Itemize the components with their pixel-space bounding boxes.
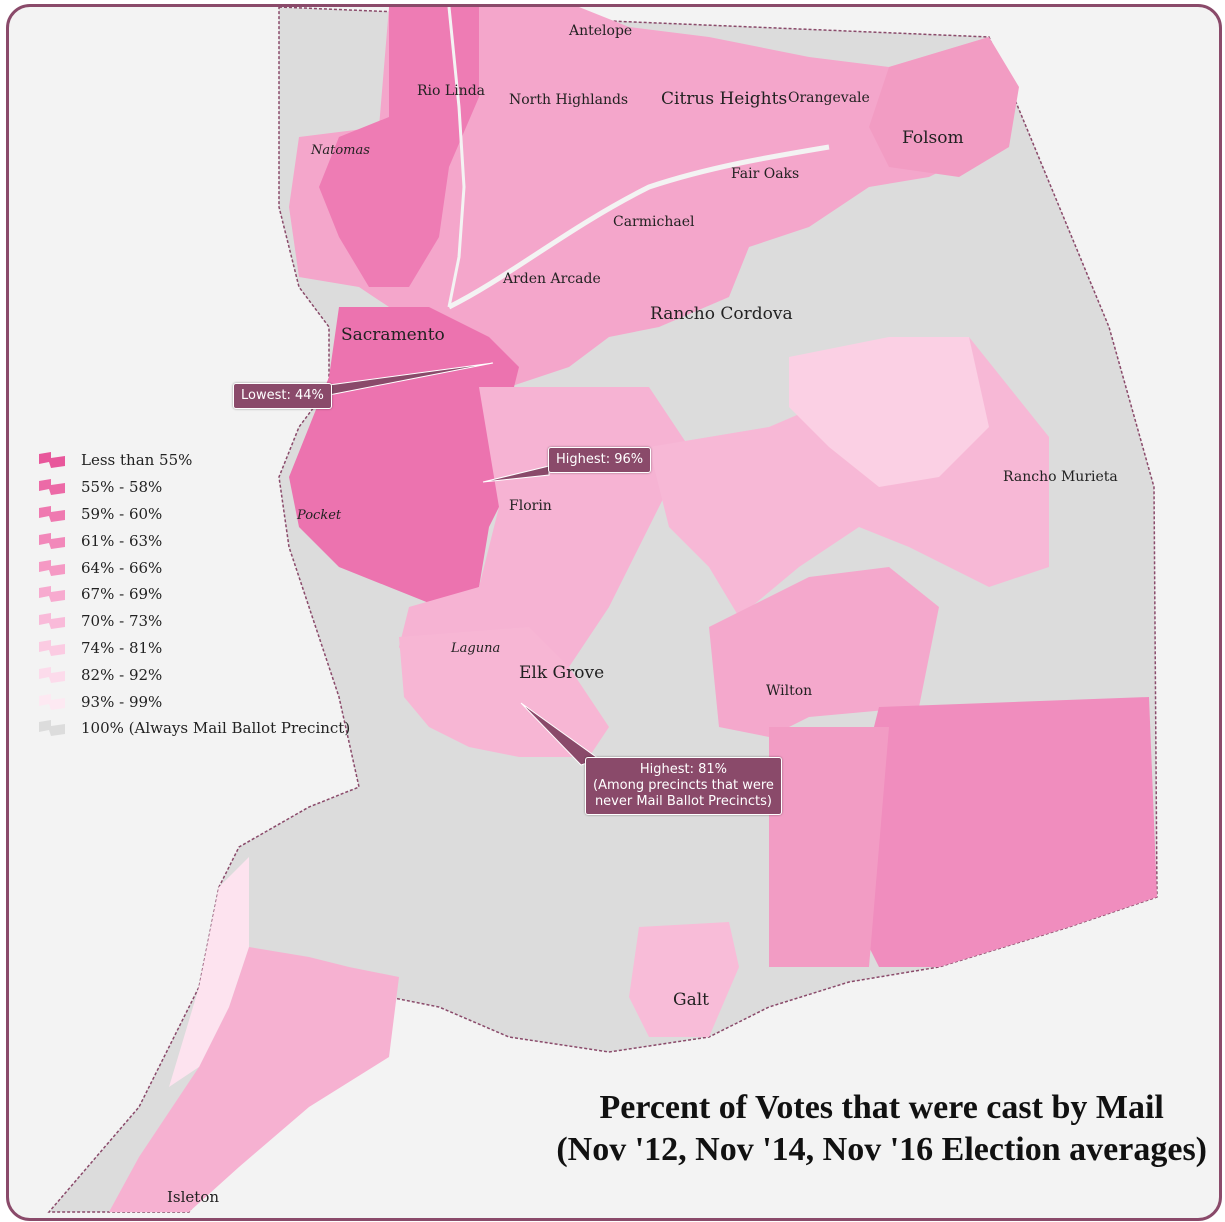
- river-sacramento: [447, 7, 466, 308]
- legend-swatch: [37, 477, 67, 497]
- label-citrus-heights: Citrus Heights: [661, 89, 788, 109]
- label-arden-arcade: Arden Arcade: [503, 271, 601, 287]
- legend-item: 70% - 73%: [37, 608, 350, 635]
- label-antelope: Antelope: [569, 23, 633, 39]
- folsom-area: [869, 37, 1019, 177]
- label-carmichael: Carmichael: [613, 214, 695, 230]
- legend-item: 64% - 66%: [37, 554, 350, 581]
- map-title-line2: (Nov '12, Nov '14, Nov '16 Election aver…: [556, 1131, 1207, 1168]
- legend-label: 82% - 92%: [81, 665, 163, 684]
- label-pocket: Pocket: [297, 508, 342, 523]
- legend-swatch: [37, 558, 67, 578]
- legend-label: 100% (Always Mail Ballot Precinct): [81, 719, 351, 738]
- callout-lowest: Lowest: 44%: [233, 383, 332, 409]
- delta-region: [109, 947, 399, 1212]
- legend-swatch: [37, 611, 67, 631]
- galt-region: [629, 922, 739, 1037]
- southeast-block: [849, 697, 1157, 967]
- legend-label: 55% - 58%: [81, 478, 163, 497]
- label-galt: Galt: [673, 990, 709, 1010]
- american-river: [447, 144, 830, 310]
- label-natomas: Natomas: [311, 143, 370, 158]
- label-laguna: Laguna: [451, 641, 501, 656]
- legend-swatch: [37, 638, 67, 658]
- legend-swatch: [37, 718, 67, 738]
- legend-label: 70% - 73%: [81, 612, 163, 631]
- delta-strip: [169, 857, 249, 1087]
- label-wilton: Wilton: [766, 683, 813, 699]
- label-north-highlands: North Highlands: [509, 92, 629, 108]
- southeast-block-2: [769, 727, 889, 967]
- legend-item: 59% - 60%: [37, 501, 350, 528]
- legend-label: 67% - 69%: [81, 585, 163, 604]
- map-title-line1: Percent of Votes that were cast by Mail: [599, 1089, 1164, 1126]
- legend-item: 93% - 99%: [37, 688, 350, 715]
- label-florin: Florin: [509, 498, 552, 514]
- label-rancho-murieta: Rancho Murieta: [1003, 469, 1118, 485]
- label-orangevale: Orangevale: [788, 90, 870, 106]
- callout-highest-81-line2: (Among precincts that were: [593, 778, 774, 793]
- wilton-region: [709, 567, 939, 737]
- callout-highest-81-line1: Highest: 81%: [639, 762, 728, 777]
- legend-swatch: [37, 450, 67, 470]
- label-elk-grove: Elk Grove: [519, 663, 605, 683]
- legend-item: Less than 55%: [37, 447, 350, 474]
- precinct-map: [47, 7, 1158, 1213]
- north-dense: [319, 7, 479, 287]
- legend-label: 93% - 99%: [81, 692, 163, 711]
- callout-highest-81: Highest: 81% (Among precincts that were …: [585, 757, 782, 815]
- legend-item: 82% - 92%: [37, 661, 350, 688]
- east-inner: [789, 337, 989, 487]
- callout-highest-81-line3: never Mail Ballot Precincts): [594, 794, 772, 809]
- legend-item: 67% - 69%: [37, 581, 350, 608]
- legend-item: 100% (Always Mail Ballot Precinct): [37, 715, 350, 742]
- callout-highest-96: Highest: 96%: [548, 447, 652, 473]
- label-folsom: Folsom: [902, 128, 964, 148]
- label-rancho-cordova: Rancho Cordova: [650, 304, 793, 324]
- legend-item: 61% - 63%: [37, 527, 350, 554]
- legend-label: 61% - 63%: [81, 531, 163, 550]
- legend-label: 59% - 60%: [81, 504, 163, 523]
- legend-swatch: [37, 531, 67, 551]
- label-sacramento: Sacramento: [341, 325, 445, 345]
- label-rio-linda: Rio Linda: [417, 83, 485, 99]
- legend: Less than 55% 55% - 58% 59% - 60% 61% - 63%…: [37, 447, 350, 742]
- legend-label: Less than 55%: [81, 451, 193, 470]
- legend-item: 55% - 58%: [37, 474, 350, 501]
- legend-item: 74% - 81%: [37, 635, 350, 662]
- legend-label: 74% - 81%: [81, 638, 163, 657]
- map-title: Percent of Votes that were cast by Mail …: [556, 1087, 1207, 1171]
- label-isleton: Isleton: [167, 1188, 220, 1206]
- legend-swatch: [37, 584, 67, 604]
- legend-swatch: [37, 665, 67, 685]
- legend-swatch: [37, 504, 67, 524]
- label-fair-oaks: Fair Oaks: [731, 166, 800, 182]
- map-frame: Antelope Rio Linda North Highlands Citru…: [6, 4, 1222, 1221]
- legend-label: 64% - 66%: [81, 558, 163, 577]
- legend-swatch: [37, 692, 67, 712]
